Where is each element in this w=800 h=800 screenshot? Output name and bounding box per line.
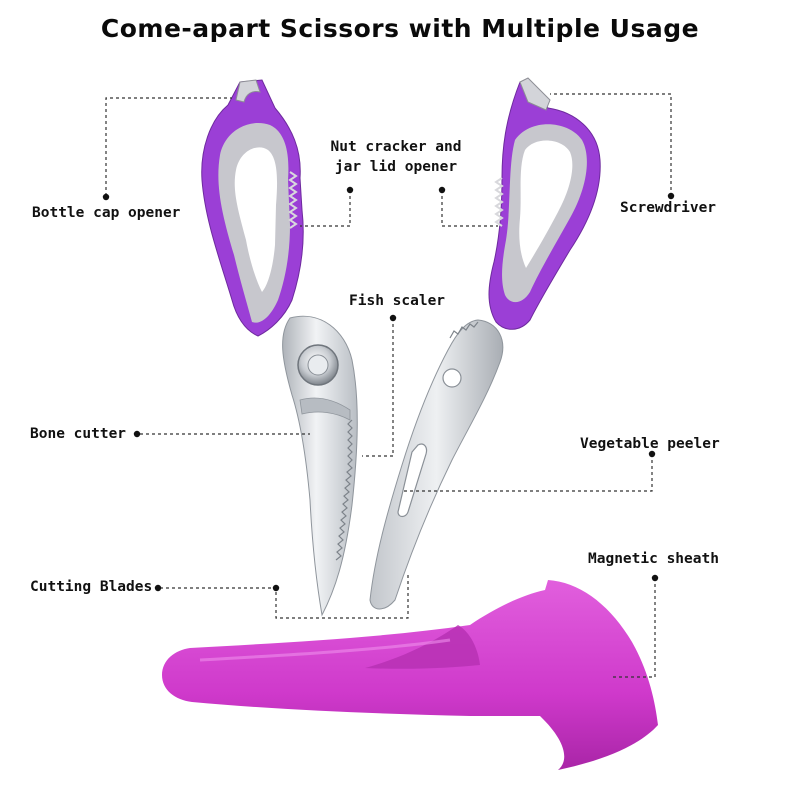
leader-nut-cracker-right [441, 190, 498, 227]
label-cutting-blades: Cutting Blades [30, 579, 153, 595]
label-bottle-cap-opener: Bottle cap opener [32, 205, 181, 221]
dot-nut-cracker-left [346, 186, 354, 194]
right-blade-hole [442, 368, 462, 388]
magnetic-sheath [162, 580, 658, 770]
leader-vegetable-peeler [404, 454, 653, 492]
label-nut-cracker-line1: Nut cracker and [330, 139, 462, 155]
dot-magnetic-sheath [651, 574, 659, 582]
leader-fish-scaler [362, 318, 394, 457]
screwdriver-tip [519, 77, 551, 111]
sheath-opening [365, 625, 480, 669]
label-screwdriver: Screwdriver [620, 200, 717, 216]
label-vegetable-peeler: Vegetable peeler [580, 436, 720, 452]
label-magnetic-sheath: Magnetic sheath [588, 551, 719, 567]
right-nut-cracker-teeth [494, 177, 504, 227]
left-handle-hole [234, 147, 278, 292]
page-title: Come-apart Scissors with Multiple Usage [100, 14, 700, 43]
label-bone-cutter: Bone cutter [30, 426, 127, 442]
leader-magnetic-sheath [612, 578, 656, 678]
bottle-cap-opener-hook [235, 79, 261, 103]
left-blade [282, 315, 358, 617]
leader-bottle-cap-opener [105, 97, 232, 196]
sheath-highlight [199, 638, 451, 662]
leader-dots [102, 186, 675, 592]
vegetable-peeler-slot [397, 443, 428, 518]
leader-cutting-blades [160, 575, 409, 619]
leader-lines [105, 93, 672, 678]
left-scissor-half [201, 79, 358, 617]
left-nut-cracker-teeth [288, 171, 298, 229]
right-blade [369, 319, 504, 610]
dot-bottle-cap-opener [102, 193, 110, 201]
label-nut-cracker: Nut cracker and jar lid opener [318, 137, 474, 177]
bone-cutter-notch [299, 397, 351, 421]
sheath-body [162, 580, 658, 770]
label-fish-scaler: Fish scaler [349, 293, 446, 309]
dot-bone-cutter [133, 430, 141, 438]
right-handle-hole [519, 140, 573, 268]
left-blade-serration [335, 419, 353, 561]
dot-cutting-blades-end [272, 584, 280, 592]
dot-screwdriver [667, 192, 675, 200]
dot-fish-scaler [389, 314, 397, 322]
dot-nut-cracker-right [438, 186, 446, 194]
dot-vegetable-peeler [648, 450, 656, 458]
right-blade-serration [449, 321, 479, 339]
label-nut-cracker-line2: jar lid opener [334, 159, 458, 175]
leader-nut-cracker-left [300, 190, 351, 227]
pivot-bolt-center [307, 354, 329, 376]
right-scissor-half [369, 77, 601, 610]
dot-cutting-blades [154, 584, 162, 592]
leader-screwdriver [550, 93, 672, 196]
